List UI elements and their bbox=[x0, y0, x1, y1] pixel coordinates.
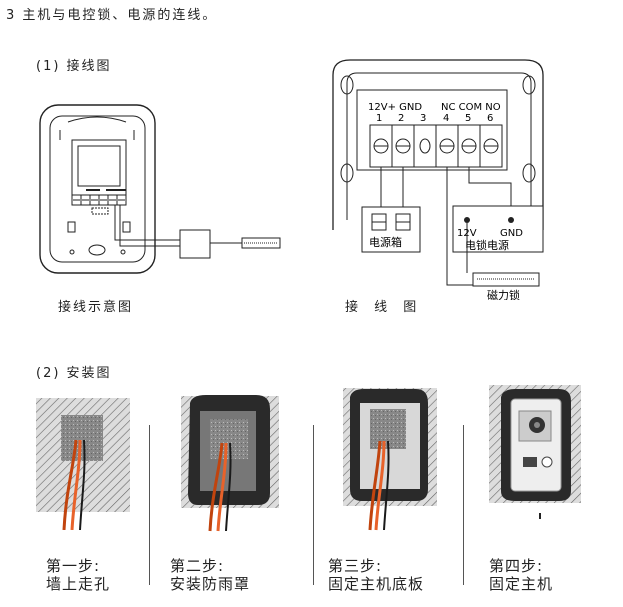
terminal-number: 6 bbox=[487, 113, 493, 124]
install-step-1-caption: 第一步: 墙上走孔 bbox=[46, 557, 110, 593]
step-desc: 安装防雨罩 bbox=[170, 575, 251, 593]
step-desc: 墙上走孔 bbox=[46, 575, 111, 593]
install-step-4-image bbox=[489, 385, 581, 519]
step-title: 第一步: bbox=[46, 557, 101, 575]
step-title: 第四步: bbox=[489, 557, 544, 575]
step-desc: 固定主机 bbox=[489, 575, 554, 593]
terminal-label-relay: NC COM NO bbox=[441, 102, 501, 113]
terminal-diagram-caption: 接 线 图 bbox=[345, 300, 423, 315]
step-divider bbox=[313, 425, 314, 585]
lock-power-12v-label: 12V bbox=[457, 228, 477, 239]
lock-power-title: 电锁电源 bbox=[465, 238, 509, 252]
step-desc: 固定主机底板 bbox=[328, 575, 425, 593]
wiring-diagram-caption: 接线示意图 bbox=[58, 300, 134, 315]
section-wiring-title: (1) 接线图 bbox=[36, 59, 112, 74]
section-install-title: (2) 安装图 bbox=[36, 366, 112, 381]
install-step-2-image bbox=[181, 395, 279, 532]
lock-power-gnd-label: GND bbox=[500, 228, 523, 239]
terminal-number: 4 bbox=[443, 113, 449, 124]
install-step-2-caption: 第二步: 安装防雨罩 bbox=[170, 557, 250, 593]
terminal-number: 5 bbox=[465, 113, 471, 124]
power-box-label: 电源箱 bbox=[369, 235, 402, 249]
install-step-4-caption: 第四步: 固定主机 bbox=[489, 557, 553, 593]
magnetic-lock-label: 磁力锁 bbox=[487, 288, 520, 300]
install-step-3-image bbox=[343, 388, 437, 531]
terminal-label-power: 12V+ GND bbox=[368, 102, 422, 113]
wiring-schematic-right: 12V+ GND NC COM NO 1 2 3 4 5 6 电源箱 12V bbox=[332, 59, 544, 300]
step-divider bbox=[149, 425, 150, 585]
terminal-number: 3 bbox=[420, 113, 426, 124]
step-title: 第三步: bbox=[328, 557, 383, 575]
terminal-number: 2 bbox=[398, 113, 404, 124]
step-title: 第二步: bbox=[170, 557, 225, 575]
install-step-1-image bbox=[36, 398, 130, 530]
terminal-number: 1 bbox=[376, 113, 382, 124]
step-divider bbox=[463, 425, 464, 585]
page-heading: 3 主机与电控锁、电源的连线。 bbox=[6, 8, 218, 23]
wiring-schematic-left bbox=[39, 104, 281, 274]
install-step-3-caption: 第三步: 固定主机底板 bbox=[328, 557, 424, 593]
